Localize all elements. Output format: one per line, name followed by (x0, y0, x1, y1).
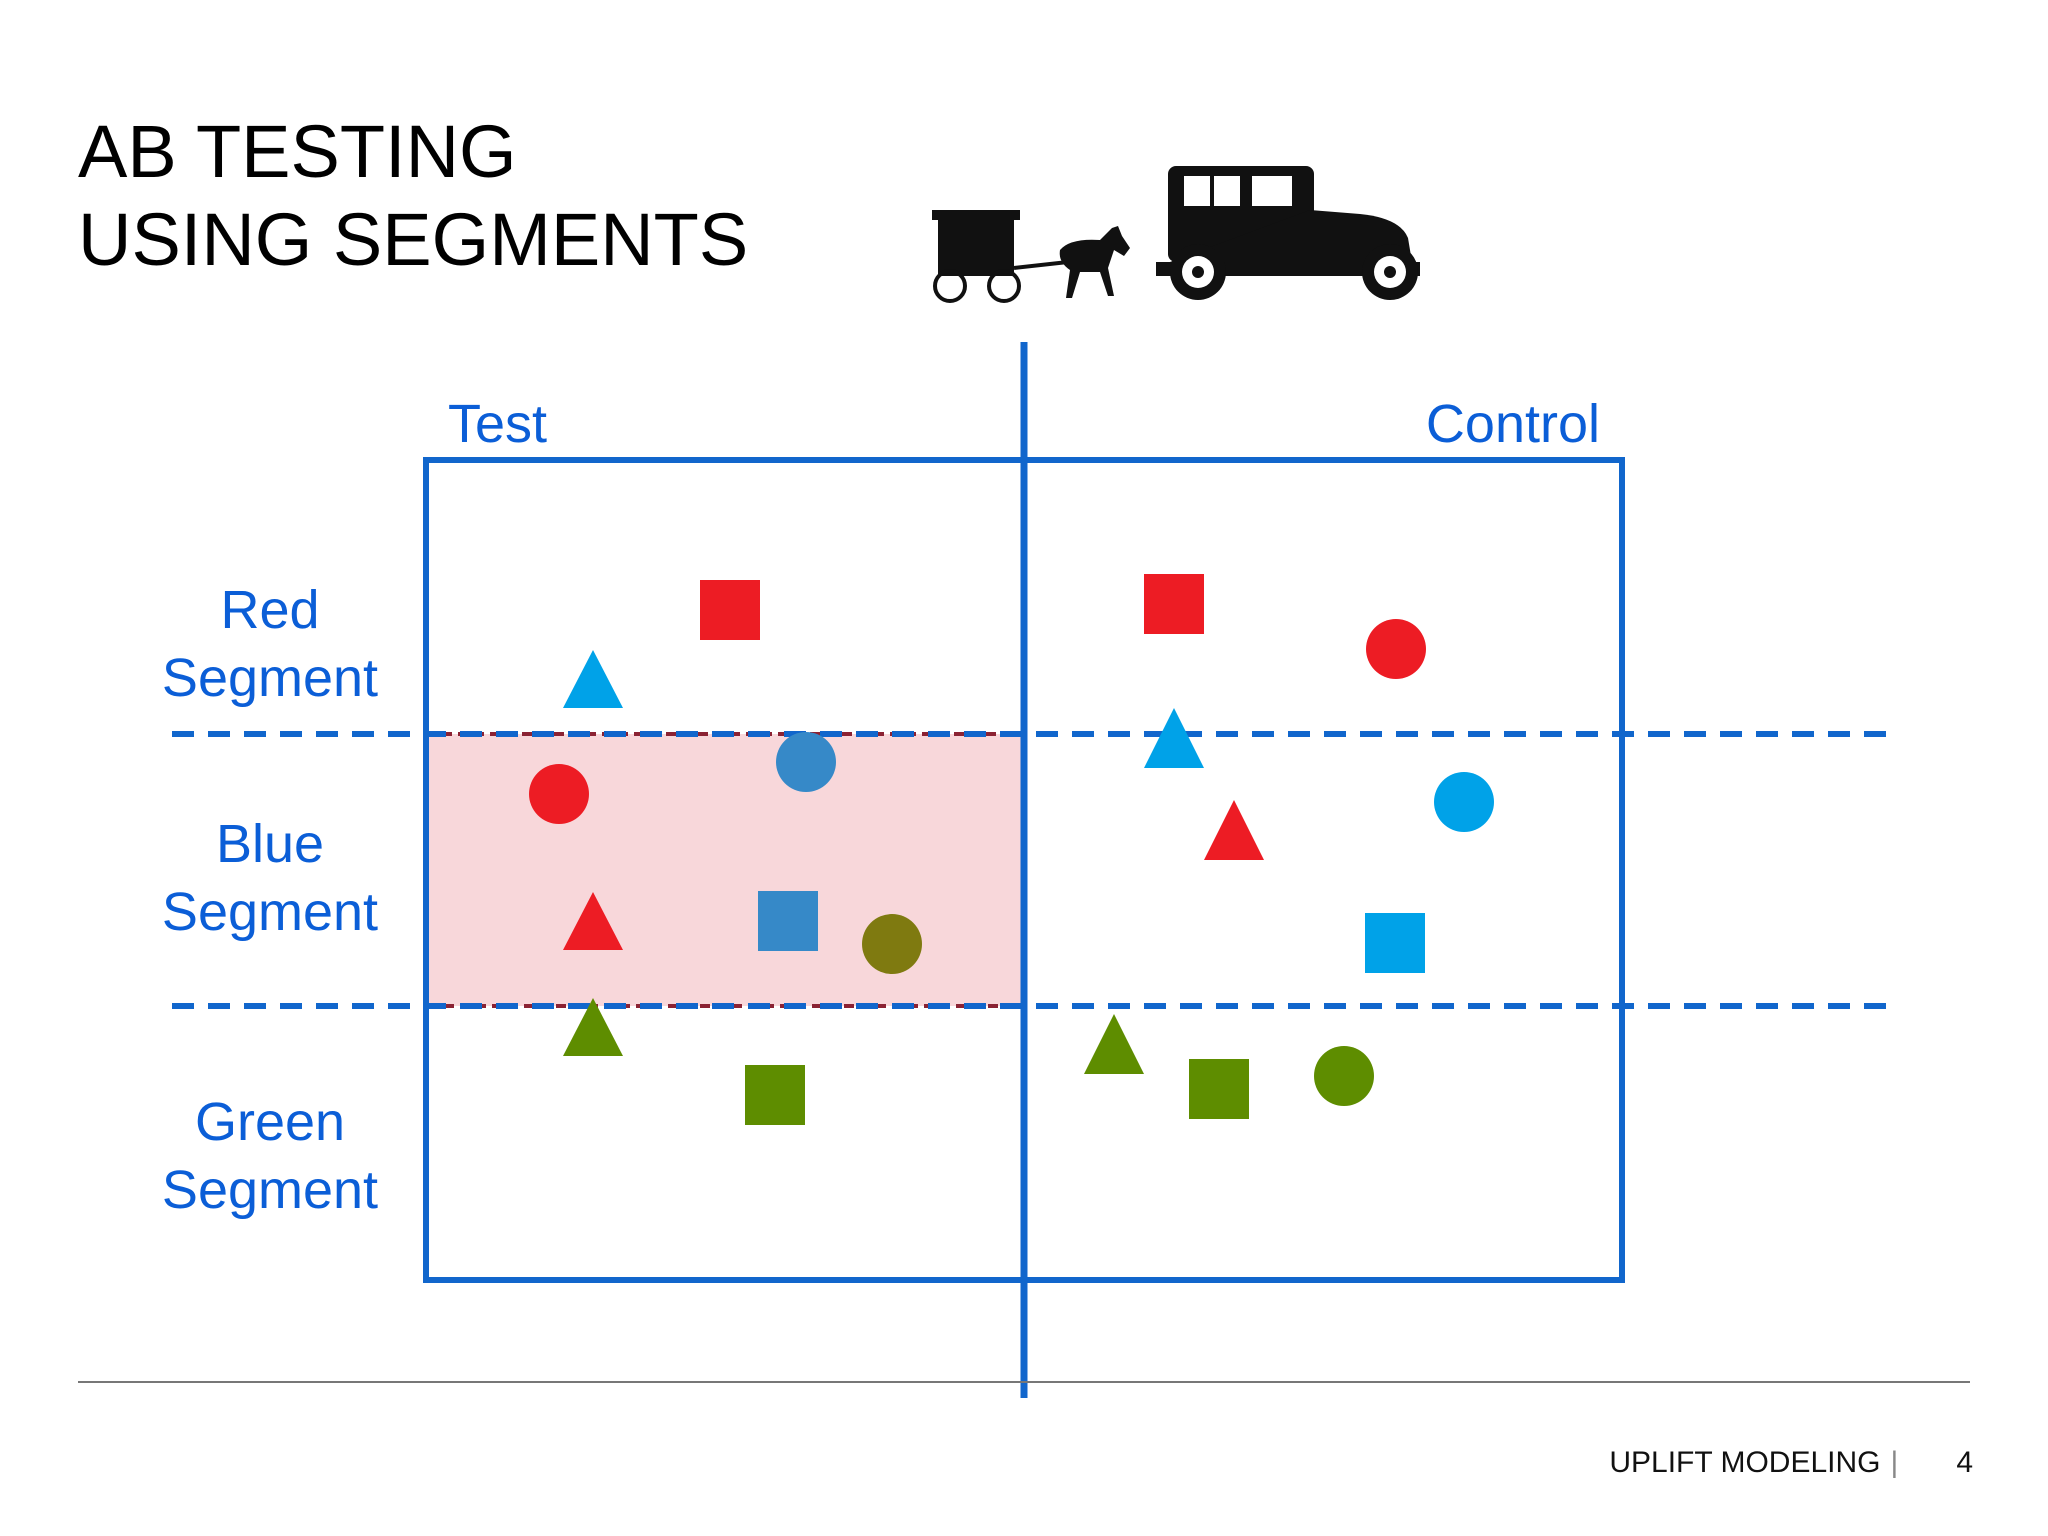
control-red-square (1144, 574, 1204, 634)
control-red-circle (1366, 619, 1426, 679)
blue-segment-label-line1: Blue (216, 814, 324, 874)
green-segment-label-line1: Green (195, 1092, 345, 1152)
test-red-triangle (563, 892, 623, 950)
test-label: Test (448, 394, 547, 454)
test-red-square (700, 580, 760, 640)
slide-title: AB TESTING USING SEGMENTS (78, 108, 748, 284)
title-line-2: USING SEGMENTS (78, 198, 749, 281)
green-segment-label-line2: Segment (162, 1160, 378, 1220)
highlight-test-blue-segment (424, 732, 1026, 1008)
red-segment-label-line2: Segment (162, 648, 378, 708)
control-cyan-square (1365, 913, 1425, 973)
footer-separator: | (1890, 1446, 1899, 1479)
test-olive-circle (862, 914, 922, 974)
control-green-square (1189, 1059, 1249, 1119)
page-number: 4 (1956, 1446, 1973, 1479)
vintage-car-icon (1156, 166, 1420, 300)
red-segment-label-line1: Red (220, 580, 319, 640)
footer-label: UPLIFT MODELING (1609, 1446, 1881, 1479)
footer: UPLIFT MODELING | 4 (1609, 1446, 1973, 1480)
control-red-triangle (1204, 800, 1264, 860)
blue-segment-label-line2: Segment (162, 882, 378, 942)
horse-and-buggy-icon (932, 210, 1130, 303)
control-cyan-circle (1434, 772, 1494, 832)
test-red-circle (529, 764, 589, 824)
test-steelblue-circle (776, 732, 836, 792)
control-green-circle (1314, 1046, 1374, 1106)
test-steelblue-square (758, 891, 818, 951)
control-green-triangle (1084, 1014, 1144, 1074)
control-label: Control (1426, 394, 1600, 454)
test-green-triangle (563, 998, 623, 1056)
test-green-square (745, 1065, 805, 1125)
title-line-1: AB TESTING (78, 110, 517, 193)
control-cyan-triangle (1144, 708, 1204, 768)
test-cyan-triangle (563, 650, 623, 708)
